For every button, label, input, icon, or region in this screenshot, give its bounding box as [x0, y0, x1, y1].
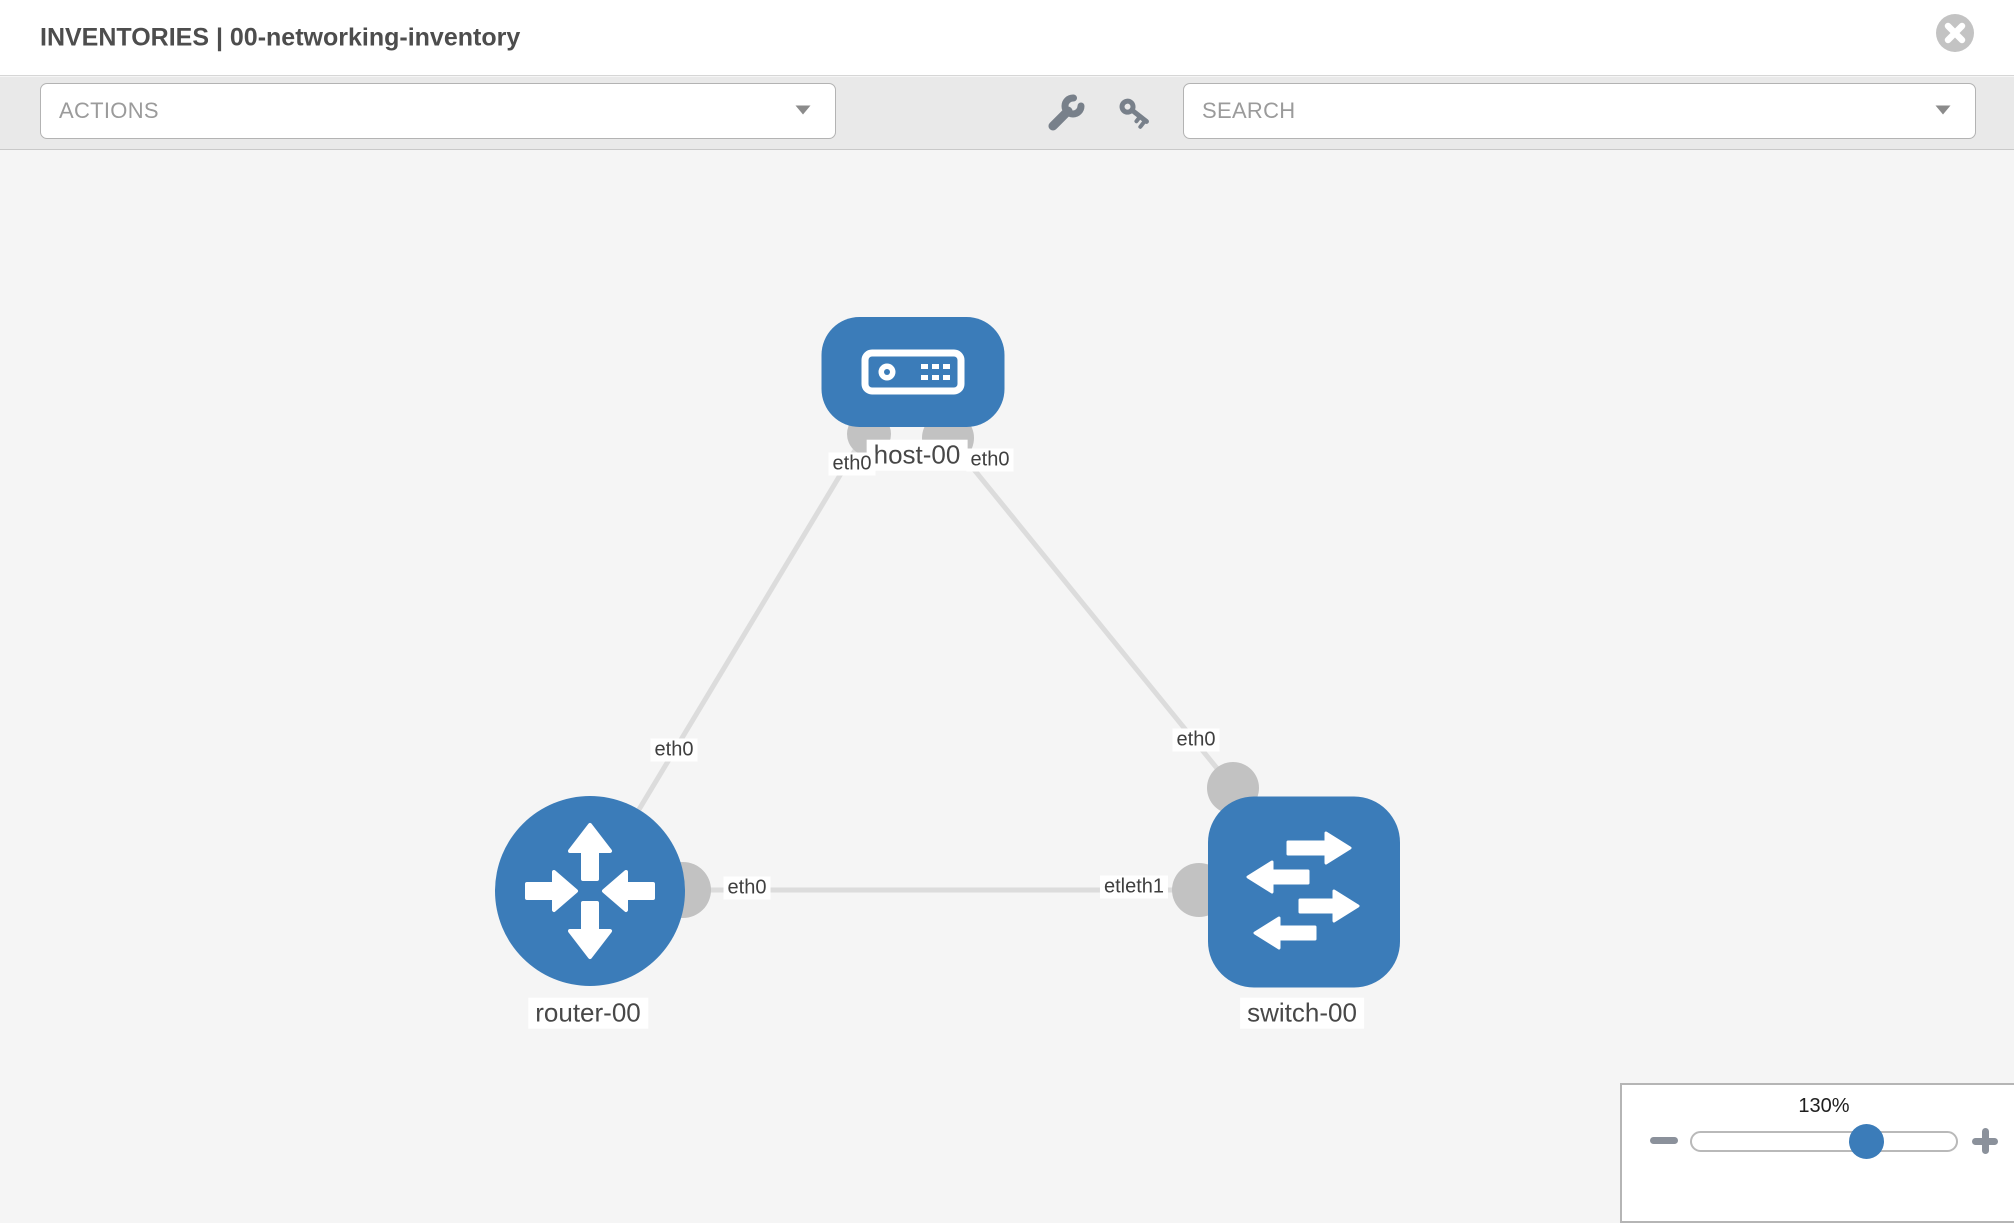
- wrench-icon: [1048, 94, 1085, 131]
- close-button[interactable]: [1935, 13, 1975, 53]
- plus-icon[interactable]: [1972, 1128, 1998, 1154]
- node-router-00[interactable]: [495, 796, 685, 986]
- zoom-slider-track[interactable]: [1690, 1131, 1958, 1152]
- minus-icon[interactable]: [1650, 1137, 1678, 1144]
- actions-dropdown[interactable]: ACTIONS: [40, 83, 836, 139]
- page-title: INVENTORIES | 00-networking-inventory: [40, 23, 521, 51]
- credentials-tool-button[interactable]: [1111, 90, 1157, 136]
- caret-down-icon: [795, 102, 811, 120]
- zoom-control-panel: 130%: [1620, 1083, 2014, 1223]
- node-switch-00[interactable]: [1208, 796, 1400, 988]
- caret-down-icon: [1935, 102, 1951, 120]
- zoom-slider-handle[interactable]: [1849, 1124, 1885, 1159]
- header: INVENTORIES | 00-networking-inventory: [0, 0, 2014, 76]
- node-host-00[interactable]: [821, 317, 1005, 427]
- zoom-percent-label: 130%: [1798, 1095, 1850, 1117]
- toolbar: ACTIONS SEARCH: [0, 77, 2014, 150]
- link-line[interactable]: [948, 438, 1235, 790]
- configure-tool-button[interactable]: [1043, 90, 1089, 136]
- search-dropdown[interactable]: SEARCH: [1183, 83, 1976, 139]
- key-icon: [1119, 98, 1149, 129]
- actions-dropdown-label: ACTIONS: [59, 98, 159, 123]
- search-dropdown-label: SEARCH: [1202, 98, 1296, 123]
- close-icon: [1936, 14, 1974, 52]
